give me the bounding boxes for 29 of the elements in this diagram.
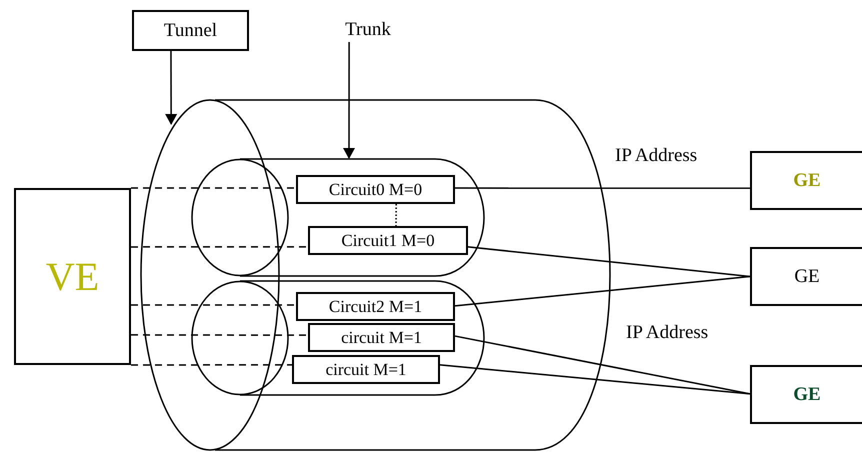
dashed-line [131,334,308,336]
label-box: Tunnel [132,10,249,51]
device-box: GE [750,151,862,210]
circuit-box: Circuit1 M=0 [308,226,468,255]
circuit-box: Circuit0 M=0 [296,175,455,204]
arrow [343,42,356,159]
device-box: GE [750,365,862,424]
connector-line [454,335,750,395]
arrow [165,51,178,125]
dashed-line [131,246,308,248]
connector-line [455,187,750,189]
text-label: IP Address [626,323,708,342]
dashed-line [131,364,292,366]
circuit-box: Circuit2 M=1 [296,292,455,321]
device-box: VE [14,188,131,365]
device-box: GE [750,247,862,306]
dashed-line [131,187,296,189]
dashed-line [395,204,397,226]
trunk-cylinder [190,280,485,396]
trunk-cylinder [190,158,485,277]
connector-line [440,364,750,395]
connector-line [468,246,750,278]
circuit-box: circuit M=1 [292,355,440,384]
callout-text: Trunk [333,16,403,42]
circuit-box: circuit M=1 [308,323,455,352]
text-label: IP Address [615,146,698,165]
dashed-line [131,304,296,306]
tunnel-cylinder [140,99,612,451]
connector-line [454,276,750,307]
